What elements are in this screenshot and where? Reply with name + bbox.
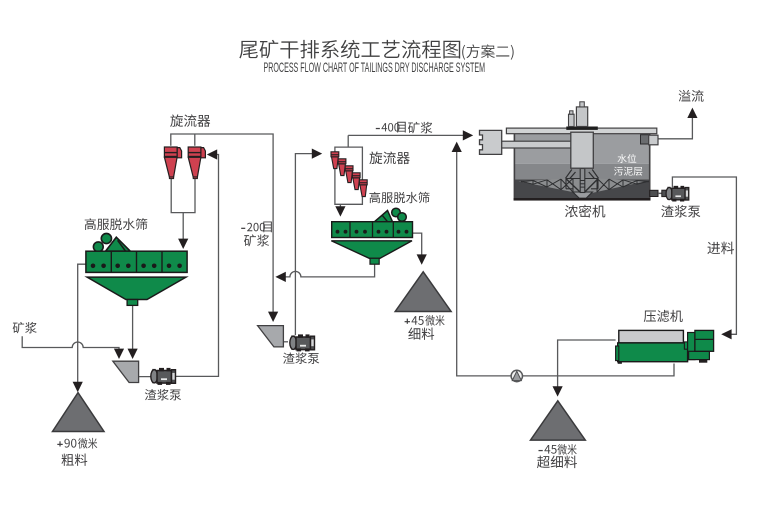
svg-text:PROCESS FLOW CHART OF TAILINGS: PROCESS FLOW CHART OF TAILINGS DRY DISCH… (264, 59, 486, 75)
